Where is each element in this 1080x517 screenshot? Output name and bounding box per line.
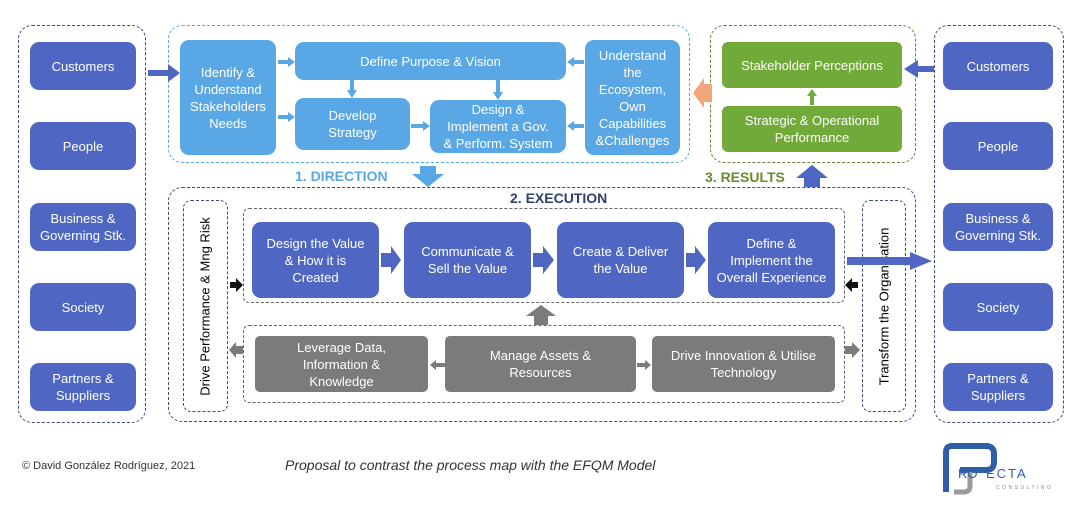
arrow-purpose-to-governance	[493, 80, 503, 100]
arrow-purpose-to-strategy	[347, 80, 357, 98]
value-chain-group	[243, 208, 845, 303]
strategic-performance-box: Strategic & Operational Performance	[722, 106, 902, 152]
right-business: Business & Governing Stk.	[943, 203, 1053, 251]
arrow-performance-to-perceptions	[807, 89, 817, 105]
drive-performance-panel: Drive Performance & Mng Risk	[183, 200, 228, 412]
stakeholder-perceptions-box: Stakeholder Perceptions	[722, 42, 902, 88]
left-stakeholder-panel	[18, 25, 146, 423]
svg-text:RO: RO	[958, 466, 978, 481]
support-group	[243, 325, 845, 403]
arrow-value-1-2	[381, 246, 401, 274]
arrow-assets-to-data	[430, 360, 445, 370]
arrow-drive-into-value	[230, 278, 243, 292]
purpose-vision-box: Define Purpose & Vision	[295, 42, 566, 80]
arrow-identify-to-strategy	[278, 112, 295, 122]
support-assets-box: Manage Assets & Resources	[445, 336, 636, 392]
support-innovation-box: Drive Innovation & Utilise Technology	[652, 336, 835, 392]
left-business: Business & Governing Stk.	[30, 203, 136, 251]
value-step-1: Design the Value & How it is Created	[252, 222, 379, 298]
left-partners: Partners & Suppliers	[30, 363, 136, 411]
right-stakeholder-panel	[934, 25, 1064, 423]
arrow-identify-to-purpose	[278, 57, 295, 67]
develop-strategy-box: Develop Strategy	[295, 98, 410, 150]
arrow-support-up	[526, 305, 556, 325]
arrow-ecosystem-to-governance	[567, 121, 584, 131]
direction-panel	[168, 25, 690, 163]
projecta-logo: RO ECTA CONSULTING	[938, 442, 1068, 498]
arrow-transform-into-value	[845, 278, 858, 292]
svg-text:ECTA: ECTA	[986, 466, 1028, 481]
arrow-results-to-ecosystem	[693, 78, 712, 108]
arrow-experience-to-right	[847, 252, 932, 270]
arrow-assets-to-innovation	[637, 360, 651, 370]
ecosystem-box: Understand the Ecosystem, Own Capabiliti…	[585, 40, 680, 155]
transform-organisation-panel: Transform the Organisation	[862, 200, 906, 412]
results-title: 3. RESULTS	[705, 169, 785, 185]
copyright: © David González Rodríguez, 2021	[22, 460, 196, 472]
arrow-customers-to-perceptions	[904, 60, 934, 78]
left-customers: Customers	[30, 42, 136, 90]
value-step-2: Communicate & Sell the Value	[404, 222, 531, 298]
identify-needs-box: Identify & Understand Stakeholders Needs	[180, 40, 276, 155]
logo-mark: RO ECTA CONSULTING	[943, 443, 1053, 495]
governance-system-box: Design & Implement a Gov. & Perform. Sys…	[430, 100, 566, 153]
arrow-execution-up	[796, 165, 828, 187]
arrow-support-to-drive	[229, 342, 243, 358]
arrow-support-to-transform	[845, 342, 860, 358]
right-customers: Customers	[943, 42, 1053, 90]
arrow-value-2-3	[533, 246, 554, 274]
execution-title: 2. EXECUTION	[510, 190, 608, 206]
execution-panel	[168, 187, 916, 422]
left-society: Society	[30, 283, 136, 331]
arrow-direction-down	[412, 166, 444, 187]
right-people: People	[943, 122, 1053, 170]
arrow-customers-to-identify	[148, 64, 180, 82]
arrow-ecosystem-to-purpose	[567, 57, 584, 67]
right-partners: Partners & Suppliers	[943, 363, 1053, 411]
value-step-3: Create & Deliver the Value	[557, 222, 684, 298]
left-people: People	[30, 122, 136, 170]
value-step-4: Define & Implement the Overall Experienc…	[708, 222, 835, 298]
arrow-strategy-to-governance	[411, 121, 430, 131]
direction-title: 1. DIRECTION	[295, 168, 388, 184]
svg-text:CONSULTING: CONSULTING	[996, 485, 1053, 491]
caption: Proposal to contrast the process map wit…	[285, 457, 656, 473]
right-society: Society	[943, 283, 1053, 331]
support-data-box: Leverage Data, Information & Knowledge	[255, 336, 428, 392]
arrow-value-3-4	[686, 246, 706, 274]
